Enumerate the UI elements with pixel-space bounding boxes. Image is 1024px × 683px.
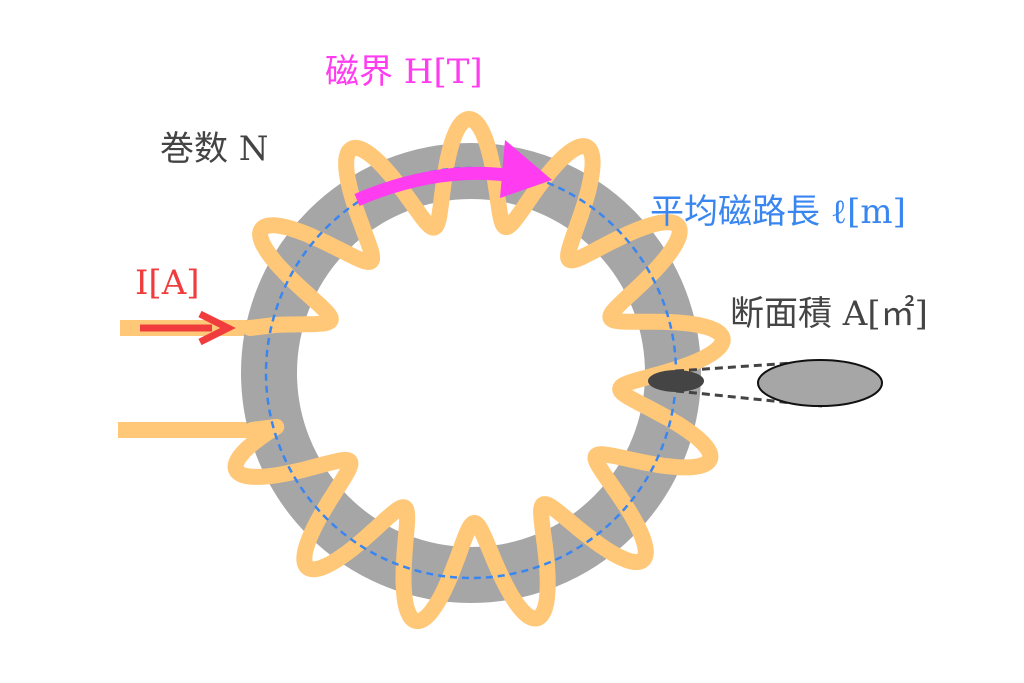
cross-section-label: 断面積 A[㎡] (730, 294, 928, 334)
current-arrowhead (198, 310, 236, 346)
core-cross-section (648, 370, 704, 392)
mean-path-length-label: 平均磁路長 ℓ[m] (650, 192, 906, 232)
cross-section-enlarged (757, 359, 883, 407)
magnetic-field-arrowhead (500, 140, 552, 198)
current-label: I[A] (135, 263, 200, 303)
magnetic-field-label: 磁界 H[T] (325, 52, 483, 92)
turns-label: 巻数 N (160, 129, 269, 169)
